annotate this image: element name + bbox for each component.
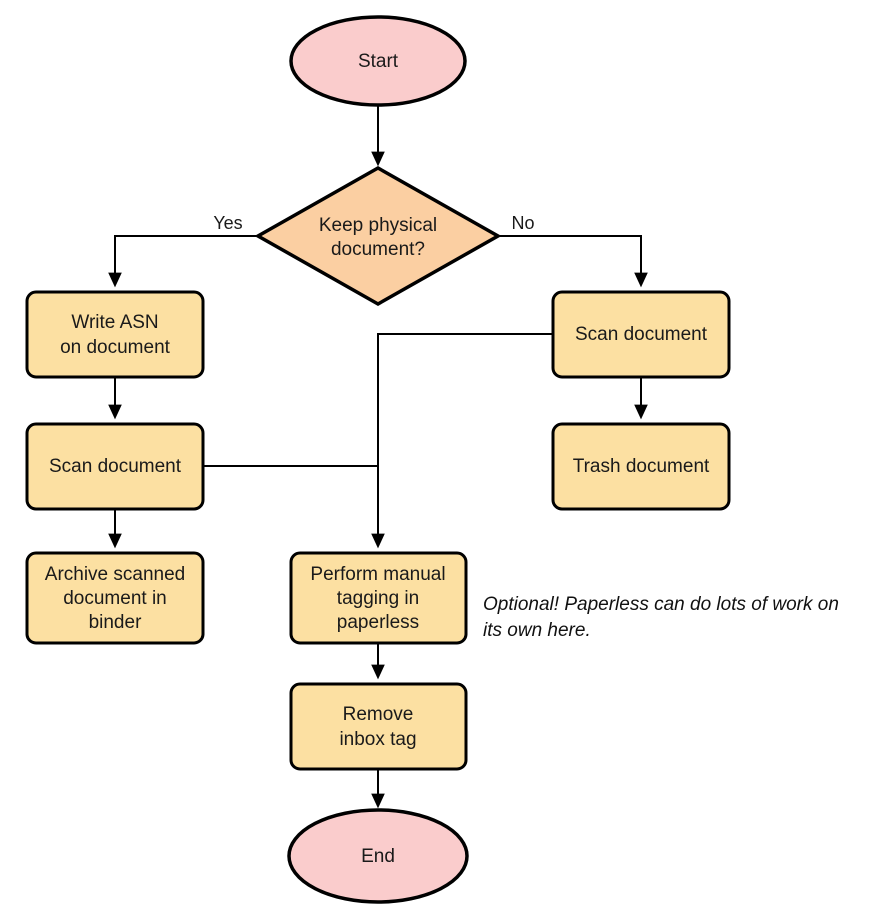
manual-tagging-label-line1: Perform manual	[310, 564, 445, 585]
scan-document-left-box-shape	[25, 422, 205, 511]
node-archive-scanned-document[interactable]: Archive scanned document in binder	[25, 551, 205, 645]
node-trash-document[interactable]: Trash document	[551, 422, 731, 511]
decision-diamond-shape	[254, 165, 502, 307]
archive-label-line1: Archive scanned	[45, 564, 185, 585]
manual-tagging-label-line3: paperless	[337, 612, 419, 633]
end-ellipse-shape	[287, 808, 469, 904]
remove-inbox-tag-label-line1: Remove	[343, 704, 414, 725]
scan-document-left-label: Scan document	[49, 456, 182, 477]
archive-label-line2: document in	[63, 588, 167, 609]
scan-document-right-box-shape	[551, 290, 731, 379]
node-end[interactable]: End	[287, 808, 469, 904]
edge-decision-yes-to-write-asn	[108, 230, 269, 288]
edge-decision-no-to-scan-right	[487, 230, 648, 288]
write-asn-label-line1: Write ASN	[71, 312, 158, 333]
node-perform-manual-tagging[interactable]: Perform manual tagging in paperless	[289, 551, 468, 645]
manual-tagging-label-line2: tagging in	[337, 588, 419, 609]
archive-box-shape	[25, 551, 205, 645]
decision-label-line1: Keep physical	[319, 215, 437, 236]
write-asn-label-line2: on document	[60, 337, 171, 358]
optional-note-line1: Optional! Paperless can do lots of work …	[483, 594, 839, 615]
manual-tagging-box-shape	[289, 551, 468, 645]
edge-label-yes: Yes	[213, 213, 242, 233]
edge-label-no: No	[511, 213, 534, 233]
remove-inbox-tag-box-shape	[289, 682, 468, 771]
end-label: End	[361, 846, 395, 867]
edge-labels-layer: Yes No	[213, 213, 534, 233]
node-remove-inbox-tag[interactable]: Remove inbox tag	[289, 682, 468, 771]
node-decision-keep-physical-document[interactable]: Keep physical document?	[254, 165, 502, 307]
node-start[interactable]: Start	[289, 15, 467, 107]
annotation-optional-note: Optional! Paperless can do lots of work …	[483, 594, 839, 641]
edges-layer	[108, 106, 648, 809]
start-label: Start	[358, 51, 399, 72]
archive-label-line3: binder	[89, 612, 142, 633]
scan-document-right-label: Scan document	[575, 324, 708, 345]
decision-label-line2: document?	[331, 239, 425, 260]
remove-inbox-tag-label-line2: inbox tag	[339, 729, 416, 750]
edge-scan-right-to-manual-tagging	[371, 333, 552, 549]
write-asn-box-shape	[25, 290, 205, 379]
node-scan-document-left[interactable]: Scan document	[25, 422, 205, 511]
trash-document-box-shape	[551, 422, 731, 511]
optional-note-line2: its own here.	[483, 620, 591, 641]
trash-document-label: Trash document	[573, 456, 710, 477]
node-scan-document-right[interactable]: Scan document	[551, 290, 731, 379]
node-write-asn-on-document[interactable]: Write ASN on document	[25, 290, 205, 379]
start-ellipse-shape	[289, 15, 467, 107]
